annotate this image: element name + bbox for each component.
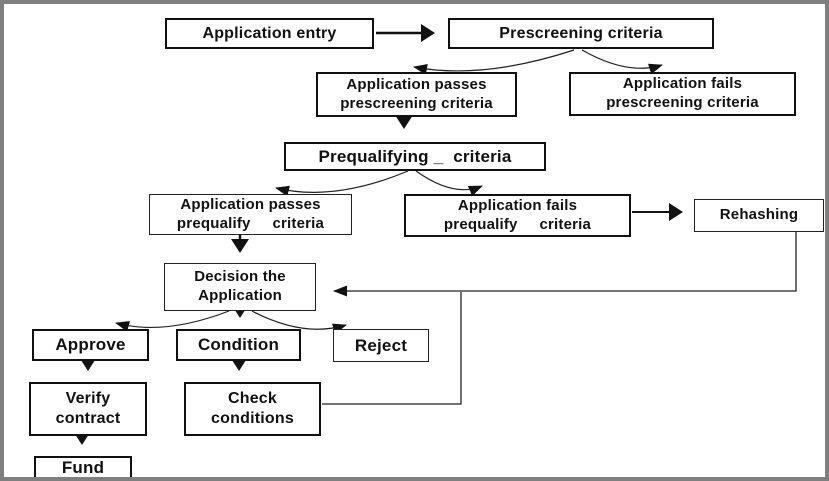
- node-application-fails-prequalify-label: Application fails prequalify criteria: [443, 196, 592, 233]
- node-application-entry: Application entry: [165, 18, 374, 49]
- node-application-passes-prescreening-label: Application passes prescreening criteria: [340, 75, 493, 112]
- node-application-fails-prequalify: Application fails prequalify criteria: [404, 194, 631, 237]
- edge-prequalifying-to-passes-prequalify: [275, 170, 409, 197]
- node-fund-label: Fund: [61, 458, 105, 478]
- node-prescreening-criteria: Prescreening criteria: [448, 18, 714, 49]
- node-application-fails-prescreening-label: Application fails prescreening criteria: [606, 75, 759, 111]
- node-verify-contract-label: Verify contract: [55, 390, 121, 427]
- node-condition-label: Condition: [197, 335, 280, 355]
- node-application-entry-label: Application entry: [202, 24, 337, 42]
- edge-prescreening-to-passes: [413, 49, 575, 75]
- edges-layer: [73, 24, 797, 445]
- edge-prequalifying-to-fails-prequalify: [415, 170, 483, 197]
- node-rehashing-label: Rehashing: [719, 206, 799, 224]
- node-fund: Fund: [34, 456, 132, 478]
- node-decision-label: Decision the Application: [194, 268, 286, 304]
- node-application-passes-prescreening: Application passes prescreening criteria: [316, 72, 517, 117]
- edge-rehashing-to-decision: [333, 232, 797, 297]
- node-prescreening-criteria-label: Prescreening criteria: [499, 24, 663, 42]
- node-condition: Condition: [176, 329, 301, 361]
- node-approve-label: Approve: [55, 335, 126, 355]
- node-prequalifying-criteria: Prequalifying _ criteria: [284, 142, 546, 171]
- node-check-conditions: Check conditions: [184, 382, 321, 436]
- node-decision: Decision the Application: [164, 263, 316, 311]
- node-application-passes-prequalify-label: Application passes prequalify criteria: [176, 195, 325, 232]
- edge-decision-to-approve: [115, 310, 230, 332]
- node-approve: Approve: [32, 329, 149, 361]
- node-reject-label: Reject: [354, 335, 408, 355]
- node-application-fails-prescreening: Application fails prescreening criteria: [569, 72, 796, 116]
- edge-prescreening-to-fails: [581, 49, 663, 75]
- edge-decision-to-reject: [251, 310, 347, 335]
- node-prequalifying-criteria-label: Prequalifying _ criteria: [318, 146, 512, 166]
- node-reject: Reject: [333, 329, 429, 362]
- node-check-conditions-label: Check conditions: [211, 390, 294, 427]
- node-application-passes-prequalify: Application passes prequalify criteria: [149, 194, 352, 235]
- node-verify-contract: Verify contract: [29, 382, 147, 436]
- node-rehashing: Rehashing: [694, 199, 824, 232]
- edge-check-conditions-return-line: [322, 292, 462, 405]
